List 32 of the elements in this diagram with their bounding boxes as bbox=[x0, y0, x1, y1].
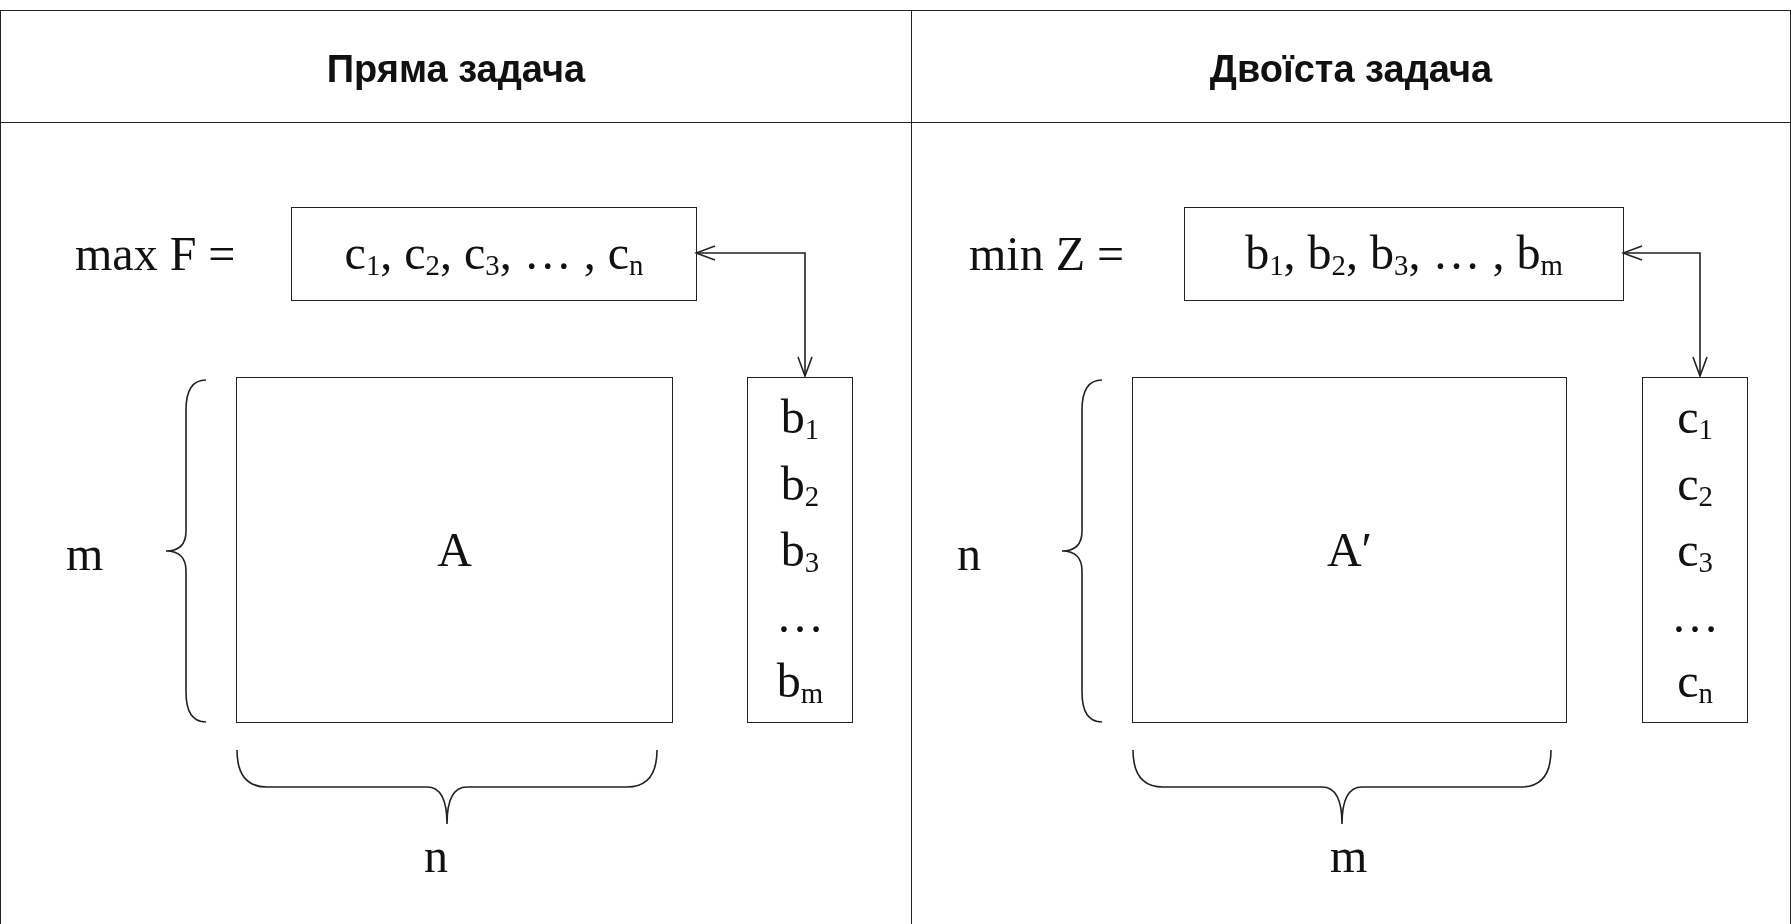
matrix-box bbox=[1132, 377, 1567, 723]
vector-entry: c$_{1}$ bbox=[1677, 392, 1713, 445]
dimension-label: m bbox=[1330, 832, 1368, 880]
vector-entry: b$_{m}$ bbox=[776, 655, 824, 708]
objective-label: min Z = bbox=[969, 230, 1125, 278]
vector-entry: … bbox=[776, 591, 824, 642]
vector-entry: … bbox=[1671, 591, 1719, 642]
double-arrow bbox=[1622, 245, 1708, 377]
coefficient-box bbox=[291, 207, 697, 301]
dimension-label: n bbox=[424, 832, 448, 880]
column-heading: Двоїста задача bbox=[1209, 48, 1493, 91]
vector-entry: c$_{1}$, c$_{2}$, c$_{3}$, … , c$_{n}$ bbox=[344, 228, 644, 280]
objective-label: max F = bbox=[75, 230, 236, 278]
dimension-label: n bbox=[957, 530, 981, 578]
column-heading: Пряма задача bbox=[326, 48, 586, 91]
vector-entry: c$_{n}$ bbox=[1677, 655, 1713, 708]
matrix-label: A′ bbox=[1326, 526, 1373, 574]
vector-entry: b$_{1}$, b$_{2}$, b$_{3}$, … , b$_{m}$ bbox=[1245, 228, 1563, 280]
double-arrow bbox=[695, 245, 813, 377]
vector-entry: c$_{2}$ bbox=[1677, 458, 1713, 511]
matrix-label: A bbox=[437, 526, 472, 574]
vector-box bbox=[747, 377, 853, 723]
vector-entry: b$_{1}$ bbox=[780, 392, 820, 445]
vector-entry: c$_{3}$ bbox=[1677, 524, 1713, 577]
table-column bbox=[0, 10, 912, 924]
vector-entry: b$_{2}$ bbox=[780, 458, 820, 511]
vector-box bbox=[1642, 377, 1748, 723]
dimension-label: m bbox=[66, 530, 104, 578]
table-column bbox=[911, 10, 1791, 924]
coefficient-box bbox=[1184, 207, 1624, 301]
vector-entry: b$_{3}$ bbox=[780, 524, 820, 577]
matrix-box bbox=[236, 377, 673, 723]
